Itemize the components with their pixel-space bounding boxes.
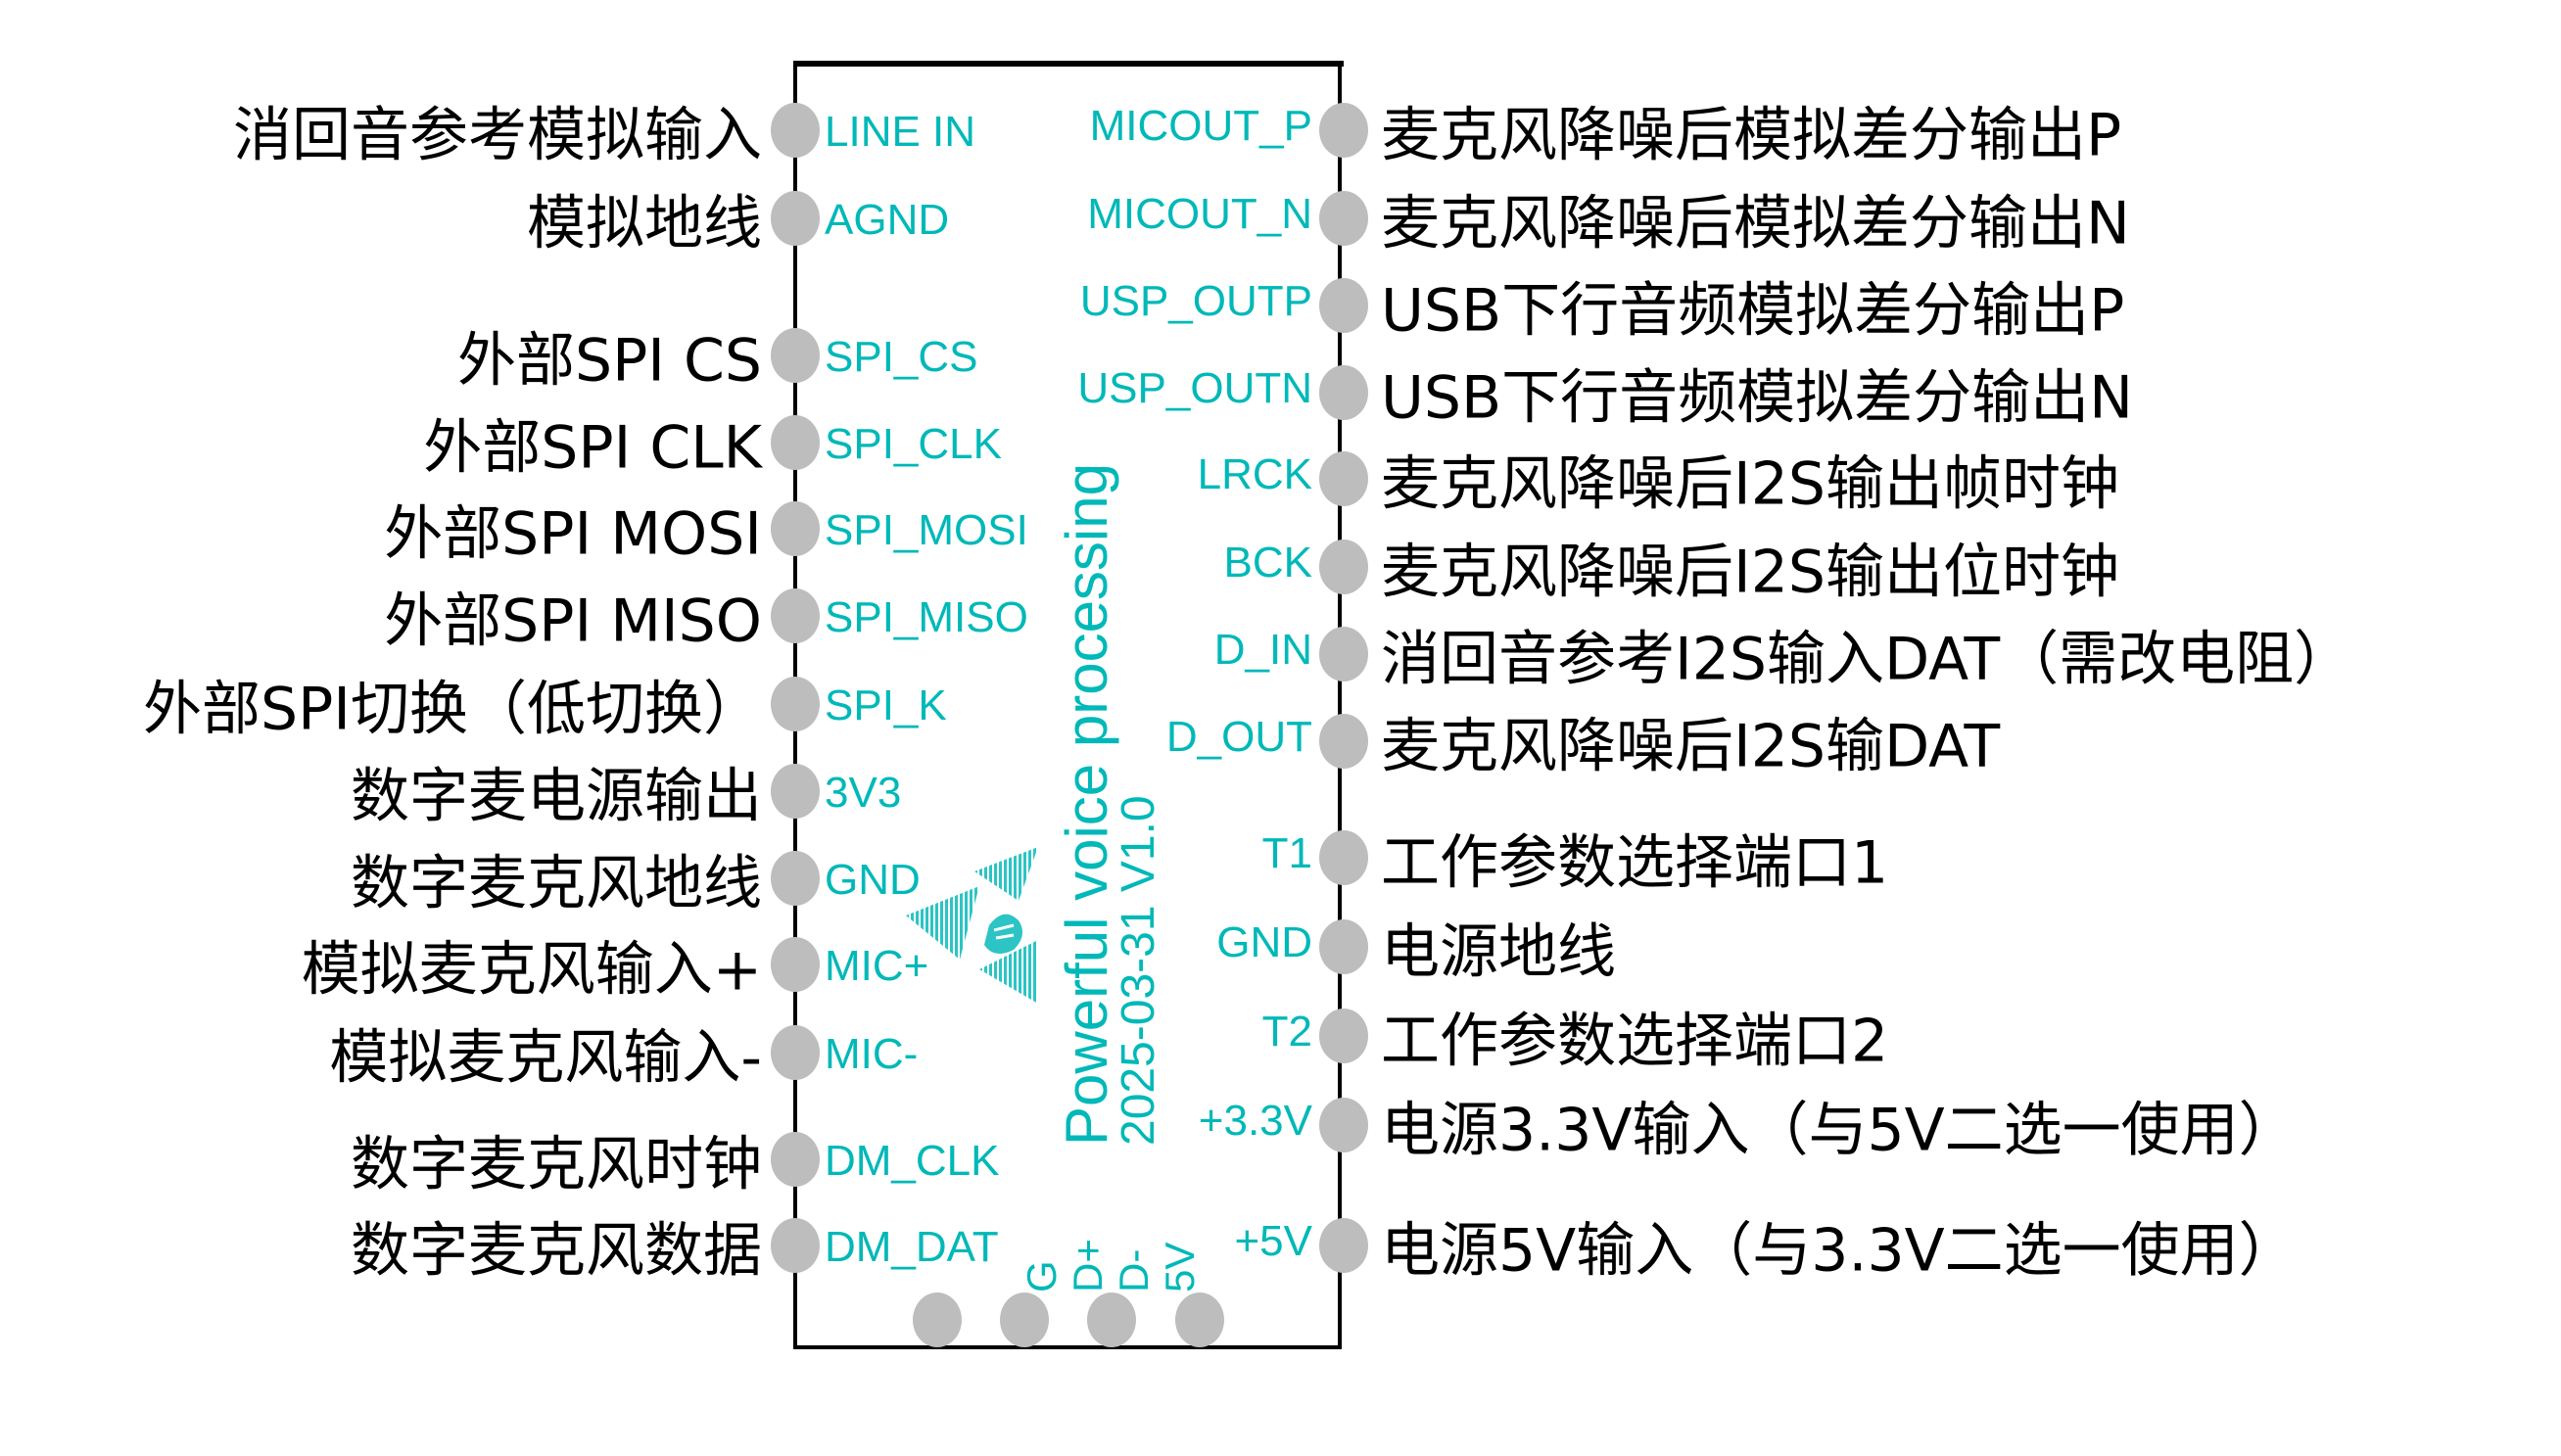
pin-pad[interactable] <box>1319 627 1368 681</box>
pin-pad[interactable] <box>1000 1292 1049 1347</box>
pin-pad[interactable] <box>771 1025 820 1080</box>
pin-label: SPI_CS <box>825 333 978 381</box>
pin-label: USP_OUTP <box>1079 277 1312 325</box>
pin-label: USP_OUTN <box>1077 364 1312 412</box>
pin-description: 外部SPI MISO <box>384 587 762 656</box>
pin-label: MICOUT_P <box>1089 102 1312 150</box>
pin-label: 3V3 <box>825 769 902 817</box>
pin-pad[interactable] <box>1319 278 1368 333</box>
pin-description: 电源5V输入（与3.3V二选一使用） <box>1381 1216 2298 1286</box>
pin-label: LRCK <box>1197 450 1312 498</box>
pin-pad[interactable] <box>771 1132 820 1187</box>
pin-pad[interactable] <box>771 415 820 470</box>
pin-description: USB下行音频模拟差分输出P <box>1381 276 2125 346</box>
board-version: 2025-03-31 V1.0 <box>1113 795 1164 1146</box>
pin-label: MIC- <box>825 1030 919 1078</box>
pin-label: GND <box>825 856 921 904</box>
pin-description: 模拟麦克风输入+ <box>301 935 762 1005</box>
pin-description: 数字麦克风数据 <box>351 1216 762 1286</box>
pin-label: SPI_K <box>825 681 947 729</box>
pin-label: DM_CLK <box>825 1137 1000 1185</box>
pin-description: 消回音参考模拟输入 <box>233 101 762 170</box>
pin-label: D_IN <box>1213 626 1312 674</box>
pin-pad[interactable] <box>771 764 820 819</box>
pin-description: USB下行音频模拟差分输出N <box>1381 363 2134 433</box>
pin-pad[interactable] <box>1319 1009 1368 1063</box>
pin-pad[interactable] <box>1319 919 1368 974</box>
pin-pad[interactable] <box>771 328 820 383</box>
pin-pad[interactable] <box>1319 365 1368 420</box>
pin-label: LINE IN <box>825 108 976 156</box>
pin-label: AGND <box>825 196 950 244</box>
board-title: Powerful voice processing <box>1054 462 1119 1146</box>
pin-pad[interactable] <box>1319 540 1368 594</box>
pin-pad[interactable] <box>1175 1292 1224 1347</box>
pin-description: 外部SPI CLK <box>423 413 762 483</box>
pin-pad[interactable] <box>913 1292 962 1347</box>
pin-description: 麦克风降噪后I2S输出帧时钟 <box>1381 449 2119 519</box>
pin-label: T2 <box>1261 1008 1312 1056</box>
pin-label: DM_DAT <box>825 1223 999 1271</box>
pin-description: 数字麦克风时钟 <box>351 1130 762 1199</box>
pin-description: 电源3.3V输入（与5V二选一使用） <box>1381 1096 2298 1165</box>
pin-description: 外部SPI切换（低切换） <box>143 675 762 744</box>
pin-description: 外部SPI CS <box>456 326 762 396</box>
pin-description: 数字麦克风地线 <box>351 849 762 918</box>
pin-pad[interactable] <box>771 588 820 643</box>
pin-pad[interactable] <box>1319 714 1368 769</box>
pin-pad[interactable] <box>771 1218 820 1273</box>
pin-pad[interactable] <box>771 851 820 906</box>
pin-description: 外部SPI MOSI <box>384 499 762 569</box>
pin-label: D- <box>1111 1248 1157 1292</box>
pin-label: SPI_CLK <box>825 420 1002 468</box>
pin-label: D+ <box>1065 1239 1111 1292</box>
pin-label: +3.3V <box>1198 1097 1312 1145</box>
pin-pad[interactable] <box>1319 451 1368 506</box>
pin-description: 麦克风降噪后I2S输DAT <box>1381 712 2001 781</box>
pin-pad[interactable] <box>1319 191 1368 246</box>
pin-description: 消回音参考I2S输入DAT（需改电阻） <box>1381 625 2353 694</box>
pin-label: D_OUT <box>1165 713 1312 761</box>
pin-label: GND <box>1216 918 1312 966</box>
pin-description: 麦克风降噪后I2S输出位时钟 <box>1381 538 2119 607</box>
pin-label: 5V <box>1157 1242 1203 1292</box>
pin-pad[interactable] <box>1319 1098 1368 1152</box>
pin-label: G <box>1019 1260 1065 1292</box>
pin-description: 数字麦电源输出 <box>351 762 762 831</box>
pin-pad[interactable] <box>771 501 820 556</box>
pin-label: BCK <box>1223 539 1312 587</box>
module-outline-top-edge <box>793 61 1344 67</box>
pin-label: SPI_MISO <box>825 593 1028 641</box>
pin-pad[interactable] <box>1087 1292 1136 1347</box>
pin-description: 模拟地线 <box>527 189 762 258</box>
pin-pad[interactable] <box>1319 830 1368 885</box>
pin-pad[interactable] <box>771 677 820 731</box>
pin-label: T1 <box>1261 829 1312 877</box>
pin-description: 工作参数选择端口2 <box>1381 1007 1889 1076</box>
pin-pad[interactable] <box>1319 1218 1368 1273</box>
pin-label: MIC+ <box>825 942 929 990</box>
pin-label: SPI_MOSI <box>825 506 1028 554</box>
pin-description: 麦克风降噪后模拟差分输出N <box>1381 189 2130 258</box>
pin-label: MICOUT_N <box>1087 190 1312 238</box>
pin-description: 工作参数选择端口1 <box>1381 828 1889 898</box>
pin-description: 电源地线 <box>1381 917 1616 987</box>
esd-warning-icon <box>906 847 1038 1004</box>
pin-pad[interactable] <box>771 937 820 992</box>
pin-pad[interactable] <box>771 191 820 246</box>
pin-description: 模拟麦克风输入- <box>329 1023 762 1093</box>
pin-label: +5V <box>1234 1217 1312 1265</box>
pin-pad[interactable] <box>771 103 820 158</box>
pin-pad[interactable] <box>1319 103 1368 158</box>
pin-description: 麦克风降噪后模拟差分输出P <box>1381 101 2122 170</box>
